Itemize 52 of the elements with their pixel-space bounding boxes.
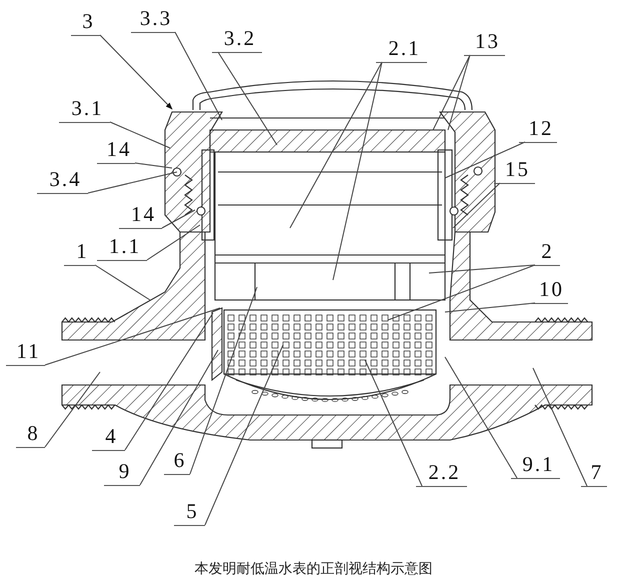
callout-number: 5 [174,499,205,526]
callout-number: 6 [164,448,190,475]
leader-line [448,54,470,130]
callout-number: 14 [119,202,162,229]
leader-line [174,32,222,120]
callout-number: 14 [97,137,135,164]
callout-number: 8 [16,421,45,448]
callout-number: 1 [64,239,95,266]
callout-number: 3.2 [212,26,262,53]
leader-line [332,62,382,280]
callout-number: 10 [529,277,568,304]
callout-number: 3.1 [59,96,110,123]
callout-number: 3 [71,9,100,36]
callout-number: 3.3 [131,6,175,33]
leader-line [146,224,200,260]
leader-line [44,372,100,448]
callout-number: 2.2 [416,460,467,487]
caption: 本发明耐低温水表的正剖视结构示意图 [194,560,434,578]
leader-line [88,172,178,194]
callout-number: 9.1 [511,452,560,479]
callout-number: 9 [104,459,140,486]
leader-line [218,52,278,146]
leader-line [532,368,588,486]
leader-line [432,54,470,130]
leader-line [452,182,500,228]
leader-line [162,210,196,228]
callout-number: 11 [6,339,45,366]
callout-number: 2 [529,239,560,266]
callout-number: 12 [519,116,557,143]
leader-line [388,264,536,320]
callout-number: 2.1 [376,36,427,63]
callout-number: 13 [464,29,505,56]
leader-line [134,162,172,168]
leader-line [364,360,422,486]
leader-line [444,302,536,312]
leader-line [204,344,284,526]
leader-line [100,34,172,110]
leader-line [444,142,526,178]
callout-number: 1.1 [97,234,147,261]
leader-line [190,286,258,474]
callout-number: 4 [92,424,125,451]
callout-number: 7 [581,460,607,487]
leader-line [290,62,382,228]
leader-line [110,122,170,148]
callout-number: 15 [494,157,535,184]
leader-line [140,350,218,486]
leader-line [444,356,518,478]
callout-number: 3.4 [37,167,88,194]
leader-line [44,308,220,366]
leader-line [124,312,214,450]
leader-line [94,264,150,300]
leader-line [428,264,536,274]
